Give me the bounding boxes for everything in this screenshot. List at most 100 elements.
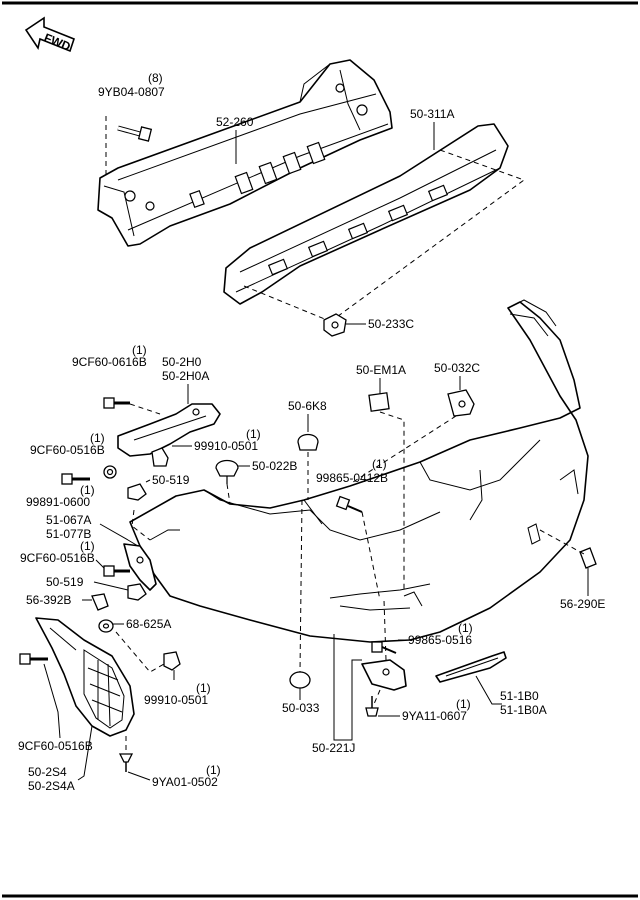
fwd-label: FWD	[42, 31, 73, 54]
mud-guard-50-2s4	[35, 617, 135, 737]
energy-absorber-50-311a	[223, 123, 509, 305]
callout-99910-0501-top-qty: (1)	[246, 427, 261, 441]
callout-99891-0600-qty: (1)	[80, 483, 95, 497]
callout-9ya01-0502: 9YA01-0502	[152, 775, 218, 789]
callout-50-6k8: 50-6K8	[288, 399, 327, 413]
callout-51-1b0a: 51-1B0A	[500, 703, 547, 717]
callout-50-033: 50-033	[282, 701, 320, 715]
callout-68-625a: 68-625A	[126, 617, 171, 631]
screw-99865-0412b-icon	[335, 495, 363, 513]
callout-9ya01-0502-qty: (1)	[206, 763, 221, 777]
callout-50-032c: 50-032C	[434, 361, 480, 375]
fwd-arrow-icon: FWD	[24, 16, 75, 54]
callout-99910-0501-bot-qty: (1)	[196, 681, 211, 695]
callout-9cf60-0616b-qty: (1)	[132, 343, 147, 357]
dashed-line-side-bracket	[131, 509, 151, 541]
pad-50-em1a-icon	[368, 392, 390, 412]
washer-68-625a-icon	[98, 619, 114, 633]
callout-9cf60-0516b-bot: 9CF60-0516B	[18, 739, 93, 753]
callout-99910-0501-bot: 99910-0501	[144, 693, 208, 707]
callout-99891-0600: 99891-0600	[26, 495, 90, 509]
callout-9ya11-0607-qty: (1)	[456, 697, 471, 711]
callout-99910-0501-top: 99910-0501	[194, 439, 258, 453]
bolt-9cf60-0516b-bot-icon	[19, 653, 48, 665]
callout-50-519-mid: 50-519	[46, 575, 84, 589]
clip-99910-0501-top-icon	[151, 447, 169, 467]
callout-9cf60-0516b-mid-qty: (1)	[80, 539, 95, 553]
leader-50-519-mid	[93, 581, 129, 591]
leader-50-519-top	[145, 479, 151, 483]
callout-50-022b: 50-022B	[252, 459, 297, 473]
bolt-9cf60-0516b-top-icon	[61, 473, 90, 485]
clip-56-392b-icon	[91, 593, 109, 611]
leader-51-1b0	[475, 675, 502, 705]
dashed-line-99910-bot	[115, 631, 165, 673]
callout-9yb04-0807-qty: (8)	[148, 71, 163, 85]
callout-50-2h0: 50-2H0	[162, 355, 202, 369]
callout-9cf60-0516b-mid: 9CF60-0516B	[20, 551, 95, 565]
bracket-50-032c-icon	[447, 389, 475, 417]
leader-9cf60-0516b-bot	[43, 663, 61, 739]
callout-99865-0412b: 99865-0412B	[316, 471, 388, 485]
dashed-line-9ya11	[373, 689, 381, 705]
leader-9cf60-0516b-mid	[95, 559, 105, 569]
leader-9ya01-0502	[127, 771, 151, 781]
plug-50-033-icon	[289, 671, 311, 689]
screw-9ya01-0502-icon	[118, 753, 134, 772]
bolt-9yb04-0807-icon	[117, 125, 153, 142]
leader-50-221j	[333, 634, 362, 741]
callout-50-519-top: 50-519	[152, 473, 190, 487]
bumper-reinforcement-52-260	[97, 59, 393, 247]
bracket-51-067a	[123, 543, 157, 591]
dashed-line-50-032c	[349, 415, 457, 485]
dashed-line-absorber-left	[243, 285, 333, 323]
clip-99910-0501-bot-icon	[163, 651, 181, 671]
bracket-lower	[361, 659, 407, 691]
callout-52-260: 52-260	[216, 115, 254, 129]
reflector-51-1b0	[435, 651, 507, 683]
dashed-line-absorber-right	[329, 149, 526, 323]
callout-50-2s4a: 50-2S4A	[28, 779, 75, 793]
nut-50-519-top-icon	[127, 483, 147, 501]
callout-50-2s4: 50-2S4	[28, 765, 67, 779]
callout-99865-0516-qty: (1)	[458, 621, 473, 635]
callout-56-290e: 56-290E	[560, 597, 605, 611]
dashed-line-50-022b	[226, 483, 231, 505]
callout-50-2h0a: 50-2H0A	[162, 369, 209, 383]
callout-99865-0412b-qty: (1)	[372, 457, 387, 471]
callout-50-233c: 50-233C	[368, 317, 414, 331]
dashed-line-50-033	[299, 499, 303, 673]
nut-50-519-mid-icon	[127, 583, 147, 601]
dashed-line-9cf60-0616b	[129, 403, 161, 415]
callout-51-077b: 51-077B	[46, 527, 91, 541]
bolt-9cf60-0516b-mid-icon	[103, 565, 130, 577]
grommet-50-022b-icon	[215, 459, 239, 484]
callout-9cf60-0616b: 9CF60-0616B	[72, 355, 147, 369]
callout-9yb04-0807: 9YB04-0807	[98, 85, 165, 99]
dashed-line-99865-0412b	[361, 511, 381, 601]
nut-99891-0600-icon	[103, 465, 117, 479]
callout-56-392b: 56-392B	[26, 593, 71, 607]
callout-9cf60-0516b-top: 9CF60-0516B	[30, 443, 105, 457]
dashed-line-99865-0516	[383, 599, 387, 661]
plug-50-6k8-icon	[297, 433, 319, 451]
callout-50-em1a: 50-EM1A	[356, 363, 406, 377]
callout-50-221j: 50-221J	[312, 741, 355, 755]
callout-50-311a: 50-311A	[410, 107, 454, 121]
dashed-line-50-em1a	[379, 411, 405, 590]
callout-51-1b0: 51-1B0	[500, 689, 539, 703]
side-bracket-50-2h0	[117, 403, 221, 457]
rear-bumper-cover	[129, 299, 589, 643]
callout-9cf60-0516b-top-qty: (1)	[90, 431, 105, 445]
leader-51-067a	[99, 523, 139, 547]
callout-99865-0516: 99865-0516	[408, 633, 472, 647]
bolt-9cf60-0616b-icon	[103, 397, 130, 409]
callout-51-067a: 51-067A	[46, 513, 91, 527]
leader-50-2s4	[77, 725, 93, 781]
clip-50-233c-icon	[323, 313, 347, 337]
bolt-9ya11-0607-icon	[365, 696, 379, 717]
cap-56-290e-icon	[579, 547, 597, 569]
callout-9ya11-0607: 9YA11-0607	[402, 709, 467, 723]
screw-99865-0516-icon	[371, 641, 397, 654]
